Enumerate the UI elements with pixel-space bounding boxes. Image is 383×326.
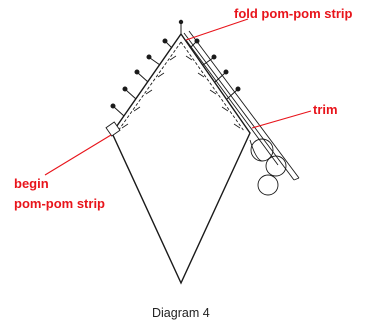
begin-label-line2: pom-pom strip — [14, 196, 105, 211]
top-pin — [178, 19, 184, 34]
fold-leader-line — [185, 18, 249, 41]
begin-label-line1: begin — [14, 176, 49, 191]
right-stitch-ticks — [185, 55, 241, 129]
left-stitch-ticks — [121, 55, 177, 129]
diagram-caption: Diagram 4 — [152, 306, 210, 320]
stitch-line-right — [180, 41, 245, 132]
begin-leader-line — [44, 134, 112, 176]
left-pom-pom-pins — [110, 38, 173, 117]
pom-pom-balls — [249, 138, 287, 196]
strip-start-marker — [105, 121, 121, 137]
folded-pom-pom-strip — [183, 30, 300, 181]
fold-label: fold pom-pom strip — [234, 6, 352, 21]
trim-label: trim — [313, 102, 338, 117]
diamond-shape — [111, 32, 251, 285]
stitch-line-left — [117, 41, 182, 132]
right-pom-pom-pins — [189, 38, 241, 100]
trim-leader-line — [251, 110, 312, 129]
